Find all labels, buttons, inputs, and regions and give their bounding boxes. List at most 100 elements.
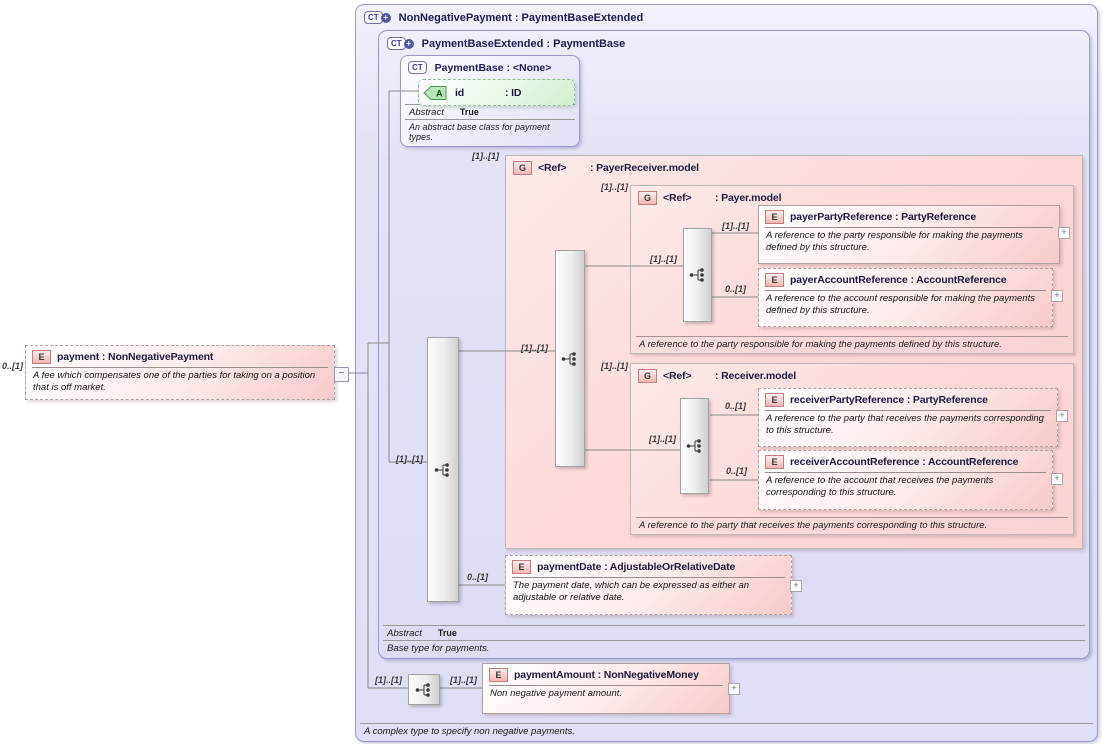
element-name: receiverPartyReference (790, 394, 905, 406)
element-type: : AdjustableOrRelativeDate (604, 561, 736, 573)
separator (765, 410, 1051, 411)
receiver-footer-text: A reference to the party that receives t… (636, 516, 1068, 532)
cardinality-label: [1]..[1] (649, 434, 676, 444)
paymentbaseextended-header: CT + PaymentBaseExtended : PaymentBase (379, 31, 1089, 54)
receiverpartyreference-description: A reference to the party that receives t… (766, 413, 1044, 436)
element-icon: E (512, 560, 531, 574)
group-ref-type: : PayerReceiver.model (590, 162, 699, 174)
element-name: receiverAccountReference (790, 456, 920, 468)
element-paymentdate-box[interactable]: E paymentDate : AdjustableOrRelativeDate… (505, 555, 792, 615)
separator (765, 227, 1053, 228)
abstract-row: Abstract True (383, 625, 1085, 640)
element-payeraccountreference-box[interactable]: E payerAccountReference : AccountReferen… (758, 268, 1053, 327)
element-paymentamount-box[interactable]: E paymentAmount : NonNegativeMoney Non n… (482, 663, 730, 714)
element-icon: E (32, 350, 51, 364)
receiver-header: G <Ref>: Receiver.model (631, 364, 1073, 388)
paymentdate-title: paymentDate : AdjustableOrRelativeDate (537, 561, 735, 573)
payeraccountreference-description: A reference to the account responsible f… (766, 293, 1035, 316)
group-ref-name: <Ref> (663, 370, 692, 382)
element-type: : AccountReference (922, 456, 1019, 468)
element-name: payment (57, 351, 100, 363)
element-payerpartyreference-box[interactable]: E payerPartyReference : PartyReference A… (758, 205, 1060, 264)
payerpartyreference-description: A reference to the party responsible for… (766, 230, 1023, 253)
group-ref-name: <Ref> (663, 192, 692, 204)
group-ref-type: : Payer.model (715, 192, 782, 204)
cardinality-label: [1]..[1] (601, 361, 628, 371)
cardinality-label: 0..[1] (726, 466, 748, 476)
element-type: : NonNegativePayment (101, 351, 214, 363)
separator (512, 577, 785, 578)
element-name: payerAccountReference (790, 274, 908, 286)
complextype-plus-icon: CT + (364, 11, 391, 24)
expand-toggle[interactable]: + (1051, 473, 1063, 485)
paymentbase-footer-text: An abstract base class for payment types… (405, 119, 575, 143)
cardinality-label: [1]..[1] (601, 182, 628, 192)
expand-toggle[interactable]: + (1051, 290, 1063, 302)
paymentbaseextended-footer-text: Base type for payments. (383, 640, 1085, 655)
element-receiverpartyreference-box[interactable]: E receiverPartyReference : PartyReferenc… (758, 388, 1058, 447)
separator (489, 685, 723, 686)
cardinality-label: [1]..[1] (722, 221, 749, 231)
group-ref-name: <Ref> (538, 162, 567, 174)
element-icon: E (765, 393, 784, 407)
separator (32, 367, 328, 368)
svg-text:A: A (436, 88, 443, 98)
expand-toggle[interactable]: + (728, 683, 740, 695)
cardinality-label: 0..[1] (725, 401, 747, 411)
expand-toggle[interactable]: + (790, 580, 802, 592)
payment-title: payment : NonNegativePayment (57, 351, 213, 363)
sequence-icon (415, 682, 430, 697)
abstract-value: True (459, 107, 479, 117)
complextype-icon: CT (408, 61, 427, 74)
element-name: payerPartyReference (790, 211, 893, 223)
complextype-plus-icon: CT + (387, 37, 414, 50)
paymentbase-header: CT PaymentBase : <None> (401, 56, 579, 77)
title-row: E payerAccountReference : AccountReferen… (759, 269, 1052, 289)
payerreceiver-title: <Ref> : PayerReceiver.model (538, 162, 699, 174)
payment-description: A fee which compensates one of the parti… (33, 370, 316, 393)
group-ref-type: : Receiver.model (715, 370, 797, 382)
sequence-compositor-bar (555, 250, 585, 467)
payer-title: <Ref> : Payer.model (663, 192, 781, 204)
payer-footer-text: A reference to the party responsible for… (636, 335, 1068, 351)
sequence-compositor-box (408, 674, 440, 705)
separator (765, 290, 1046, 291)
collapse-toggle[interactable]: − (334, 367, 349, 382)
payerpartyreference-title: payerPartyReference : PartyReference (790, 211, 976, 223)
receiverpartyreference-title: receiverPartyReference : PartyReference (790, 394, 988, 406)
cardinality-label: 0..[1] (2, 361, 24, 371)
title-row: E receiverAccountReference : AccountRefe… (759, 451, 1052, 471)
element-payment-box[interactable]: E payment : NonNegativePayment A fee whi… (25, 345, 335, 400)
title-row: E receiverPartyReference : PartyReferenc… (759, 389, 1057, 409)
nonnegativepayment-title: NonNegativePayment : PaymentBaseExtended (398, 11, 644, 24)
paymentbaseextended-footer: Abstract True Base type for payments. (383, 625, 1085, 655)
receiver-title: <Ref> : Receiver.model (663, 370, 796, 382)
paymentbase-title: PaymentBase : <None> (434, 61, 552, 74)
sequence-compositor-bar (683, 228, 712, 322)
element-receiveraccountreference-box[interactable]: E receiverAccountReference : AccountRefe… (758, 450, 1053, 510)
element-name: paymentAmount (514, 669, 595, 681)
attribute-id-box[interactable]: A id: ID (418, 79, 575, 106)
cardinality-label: [1]..[1] (650, 254, 677, 264)
title-row: E paymentAmount : NonNegativeMoney (483, 664, 729, 684)
expand-toggle[interactable]: + (1056, 410, 1068, 422)
sequence-compositor-bar (427, 337, 459, 602)
expand-toggle[interactable]: + (1058, 227, 1070, 239)
cardinality-label: [1]..[1] (521, 343, 548, 353)
cardinality-label: [1]..[1] (375, 675, 402, 685)
element-type: : AccountReference (910, 274, 1007, 286)
element-name: paymentDate (537, 561, 602, 573)
cardinality-label: [1]..[1] (472, 151, 499, 161)
element-type: : PartyReference (906, 394, 988, 406)
payer-header: G <Ref>: Payer.model (631, 186, 1073, 210)
attribute-id-title: id: ID (455, 87, 521, 99)
payeraccountreference-title: payerAccountReference : AccountReference (790, 274, 1007, 286)
receiveraccountreference-description: A reference to the account that receives… (766, 475, 994, 498)
element-icon: E (765, 455, 784, 469)
separator (765, 472, 1046, 473)
payerreceiver-header: G <Ref>: PayerReceiver.model (506, 156, 1082, 180)
sequence-icon (434, 462, 449, 477)
cardinality-label: 0..[1] (725, 284, 747, 294)
